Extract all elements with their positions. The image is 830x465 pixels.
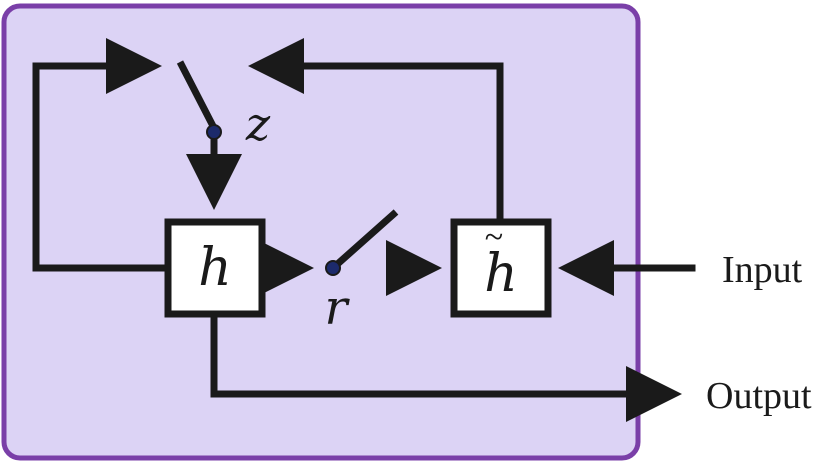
output-arrow (210, 312, 682, 422)
output-label: Output (706, 375, 812, 417)
h-tilde-feedback-line (248, 38, 504, 226)
h-node: h (164, 218, 266, 318)
r-switch-pivot (325, 260, 341, 276)
gru-cell-panel (1, 3, 641, 461)
z-switch-pivot (206, 124, 222, 140)
input-label: Input (722, 249, 803, 291)
h-tilde-node-label: h (484, 244, 518, 304)
h-feedback-line (32, 38, 172, 272)
z-gate-label: z (245, 97, 271, 151)
r-gate-label: r (325, 280, 351, 336)
h-node-label: h (198, 238, 232, 298)
z-switch-blade (176, 60, 218, 130)
h-tilde-accent: ~ (485, 219, 503, 256)
r-switch-blade (330, 209, 399, 271)
h-tilde-node: h ~ (450, 218, 552, 318)
